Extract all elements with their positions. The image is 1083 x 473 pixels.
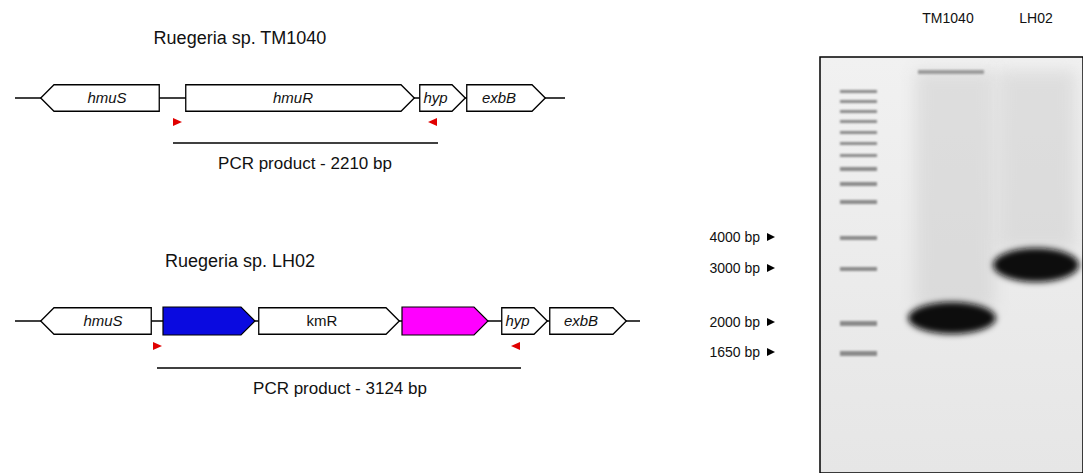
pcr-product-line [157,367,521,369]
insert-gene [163,307,255,335]
insert-gene [402,307,488,335]
size-marker: 1650 bp [709,344,760,360]
marker-arrow [767,348,775,356]
size-marker: 2000 bp [709,314,760,330]
size-marker: 4000 bp [709,229,760,245]
gel-smear [998,70,1076,250]
primer-arrow [173,118,182,126]
gene-arrow: hyp [501,307,548,335]
marker-arrow [767,264,775,272]
lane-label: TM1040 [922,10,973,26]
pcr-product-label: PCR product - 2210 bp [218,154,392,174]
primer-arrow [428,118,437,126]
organism-title: Ruegeria sp. TM1040 [154,28,327,49]
pcr-product-line [173,142,438,144]
lane-label: LH02 [1019,10,1052,26]
gene-name: hyp [423,84,447,112]
pcr-band [908,302,996,334]
marker-arrow [767,233,775,241]
organism-title: Ruegeria sp. LH02 [165,251,315,272]
marker-arrow [767,318,775,326]
gene-name: hyp [505,307,529,335]
gene-name: exbB [482,84,516,112]
gel-smear [915,70,995,310]
size-marker: 3000 bp [709,260,760,276]
gene-arrow: kmR [258,307,400,335]
gene-name: exbB [564,307,598,335]
gel-well [918,70,984,74]
primer-arrow [511,342,520,350]
pcr-band [993,248,1079,282]
gene-name: hmuS [87,84,126,112]
gene-name: hmuS [83,307,122,335]
gel-image [820,57,1083,473]
gene-arrow: hyp [419,84,466,112]
gene-arrow: hmuS [40,84,160,112]
pcr-product-label: PCR product - 3124 bp [253,379,427,399]
gene-arrow: hmuR [185,84,415,112]
gene-name: kmR [307,307,338,335]
ladder-bands [840,90,877,356]
primer-arrow [153,342,162,350]
gene-arrow: hmuS [40,307,152,335]
gene-arrow: exbB [549,307,627,335]
gene-name: hmuR [273,84,313,112]
gene-arrow: exbB [466,84,546,112]
